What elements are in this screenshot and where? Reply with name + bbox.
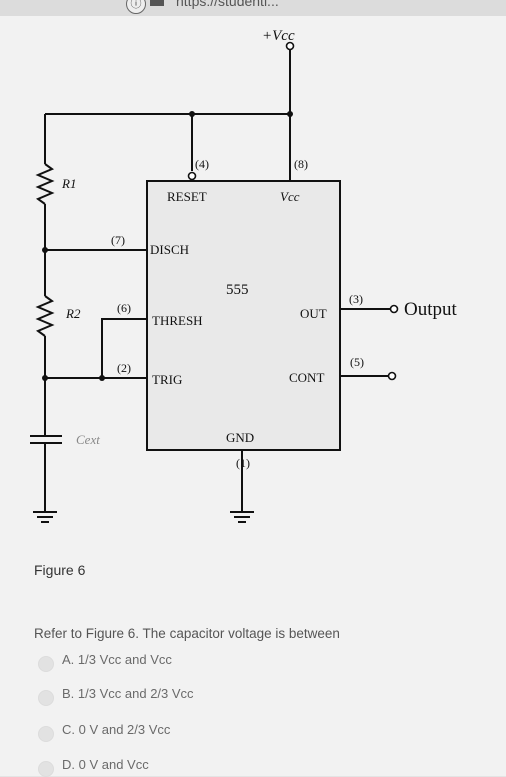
browser-toolbar: ⓘ https://studentl... [0, 0, 506, 17]
vcc-terminal [285, 41, 295, 51]
ic-name: 555 [226, 282, 249, 298]
option-d-radio[interactable] [38, 761, 54, 777]
pin-thresh-label: THRESH [152, 313, 203, 328]
question-text: Refer to Figure 6. The capacitor voltage… [34, 626, 340, 641]
pin-disch-number: (7) [111, 233, 125, 247]
pin-trig-number: (2) [117, 361, 131, 375]
option-c-letter: C. [62, 722, 75, 737]
r1-label: R1 [61, 176, 76, 191]
option-b-text: 1/3 Vcc and 2/3 Vcc [77, 686, 194, 701]
pin-trig-label: TRIG [152, 372, 182, 387]
option-c-radio[interactable] [38, 726, 54, 742]
pin-gnd-label: GND [226, 430, 254, 445]
output-label: Output [404, 299, 458, 320]
ic-555-body [146, 180, 341, 451]
option-d-letter: D. [62, 757, 75, 772]
pin-vcc-number: (8) [294, 157, 308, 171]
option-b-letter: B. [62, 686, 75, 701]
option-a-letter: A. [62, 652, 75, 667]
reset-bubble [187, 171, 197, 181]
pin-disch-label: DISCH [150, 242, 189, 257]
figure-caption: Figure 6 [34, 562, 86, 578]
pin-thresh-number: (6) [117, 301, 131, 315]
pin-cont-number: (5) [350, 355, 364, 369]
cont-terminal [387, 371, 397, 381]
option-a[interactable]: A. 1/3 Vcc and Vcc [62, 652, 172, 667]
r2-label: R2 [65, 306, 81, 321]
info-icon[interactable]: ⓘ [126, 0, 146, 14]
cext-label: Cext [76, 432, 100, 447]
pin-gnd-number: (1) [236, 456, 250, 470]
circuit-diagram: +Vcc (4) (8) RESET Vcc (7) DISCH 555 (6)… [30, 28, 458, 523]
output-terminal [389, 304, 399, 314]
address-bar[interactable]: https://studentl... [176, 0, 279, 9]
option-a-radio[interactable] [38, 656, 54, 672]
pin-out-label: OUT [300, 306, 327, 321]
pin-out-number: (3) [349, 292, 363, 306]
option-c-text: 0 V and 2/3 Vcc [78, 722, 171, 737]
pin-vcc-label: Vcc [280, 189, 300, 204]
option-b-radio[interactable] [38, 690, 54, 706]
question-page: +Vcc (4) (8) RESET Vcc (7) DISCH 555 (6)… [0, 16, 506, 777]
option-d-text: 0 V and Vcc [78, 757, 149, 772]
option-d[interactable]: D. 0 V and Vcc [62, 757, 149, 772]
tab-icon [150, 0, 164, 6]
option-c[interactable]: C. 0 V and 2/3 Vcc [62, 722, 170, 737]
pin-reset-number: (4) [195, 157, 209, 171]
pin-reset-label: RESET [167, 189, 207, 204]
pin-cont-label: CONT [289, 370, 324, 385]
vcc-supply-label: +Vcc [262, 28, 295, 44]
option-b[interactable]: B. 1/3 Vcc and 2/3 Vcc [62, 686, 194, 701]
option-a-text: 1/3 Vcc and Vcc [77, 652, 172, 667]
